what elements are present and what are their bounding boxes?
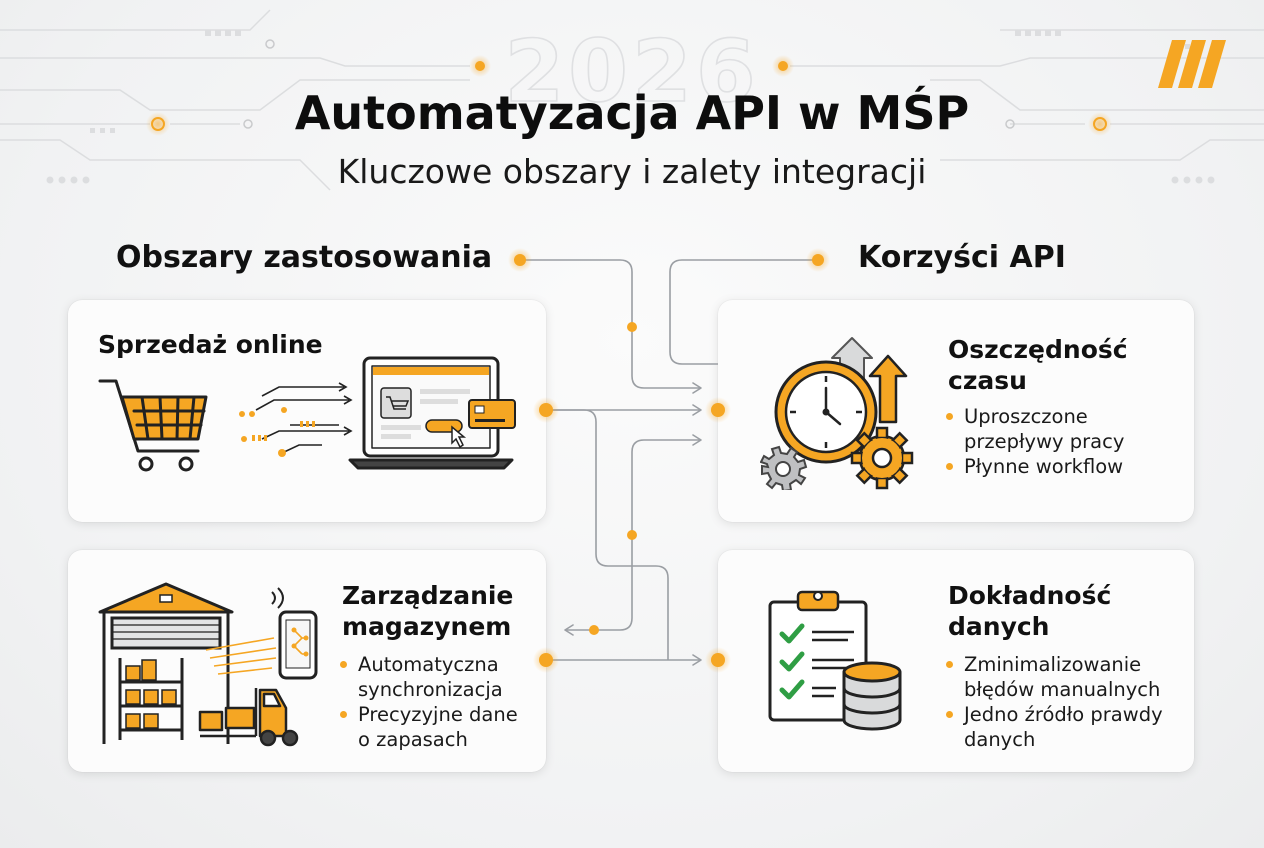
card-online-sales[interactable]: Sprzedaż online [68, 300, 546, 522]
bullet-line: synchronizacja [358, 678, 503, 701]
bullet-item: Uproszczone przepływy pracy [946, 404, 1124, 454]
bullet-line: danych [964, 728, 1036, 751]
bullet-item: Precyzyjne dane o zapasach [340, 702, 518, 752]
checklist-database-icon [768, 590, 902, 731]
card-time-saving[interactable]: Oszczędność czasu Uproszczone przepływy … [718, 300, 1194, 522]
card-title-line: magazynem [342, 612, 512, 641]
bullet-line: Uproszczone [964, 405, 1088, 428]
bullet-line: Płynne workflow [964, 455, 1124, 478]
bullet-list: Uproszczone przepływy pracy Płynne workf… [946, 404, 1124, 479]
bullet-line: Jedno źródło prawdy [964, 703, 1163, 726]
section-heading-areas: Obszary zastosowania [116, 240, 493, 275]
card-title-line: Zarządzanie [342, 581, 514, 610]
section-heading-benefits: Korzyści API [858, 240, 1066, 275]
card-title: Sprzedaż online [98, 329, 323, 360]
card-title-line: czasu [948, 366, 1027, 395]
page-subtitle: Kluczowe obszary i zalety integracji [337, 152, 927, 191]
brand-logo-icon [1158, 40, 1226, 88]
card-warehouse-management[interactable]: Zarządzanie magazynem Automatyczna synch… [68, 550, 546, 772]
bullet-line: o zapasach [358, 728, 468, 751]
bullet-line: Automatyczna [358, 653, 499, 676]
bullet-line: przepływy pracy [964, 430, 1125, 453]
bullet-item: Automatyczna synchronizacja [340, 652, 518, 702]
card-title-line: Dokładność [948, 581, 1112, 610]
bullet-item: Jedno źródło prawdy danych [946, 702, 1163, 752]
card-title: Oszczędność czasu [948, 334, 1128, 396]
bullet-list: Automatyczna synchronizacja Precyzyjne d… [340, 652, 518, 752]
bullet-item: Zminimalizowanie błędów manualnych [946, 652, 1163, 702]
card-title-line: Sprzedaż online [98, 330, 323, 359]
bullet-list: Zminimalizowanie błędów manualnych Jedno… [946, 652, 1163, 752]
card-title-line: Oszczędność [948, 335, 1128, 364]
warehouse-forklift-phone-icon [98, 582, 318, 747]
bullet-line: Precyzyjne dane [358, 703, 518, 726]
card-data-accuracy[interactable]: Dokładność danych Zminimalizowanie błędó… [718, 550, 1194, 772]
bullet-line: Zminimalizowanie [964, 653, 1142, 676]
shopping-cart-to-laptop-icon [98, 356, 516, 472]
card-title-line: danych [948, 612, 1050, 641]
clock-gears-arrows-icon [760, 337, 914, 490]
bullet-line: błędów manualnych [964, 678, 1161, 701]
card-title: Zarządzanie magazynem [342, 580, 513, 642]
page-title: Automatyzacja API w MŚP [294, 86, 970, 140]
year-watermark: 2026 [504, 21, 760, 123]
bullet-item: Płynne workflow [946, 454, 1124, 479]
card-title: Dokładność danych [948, 580, 1111, 642]
